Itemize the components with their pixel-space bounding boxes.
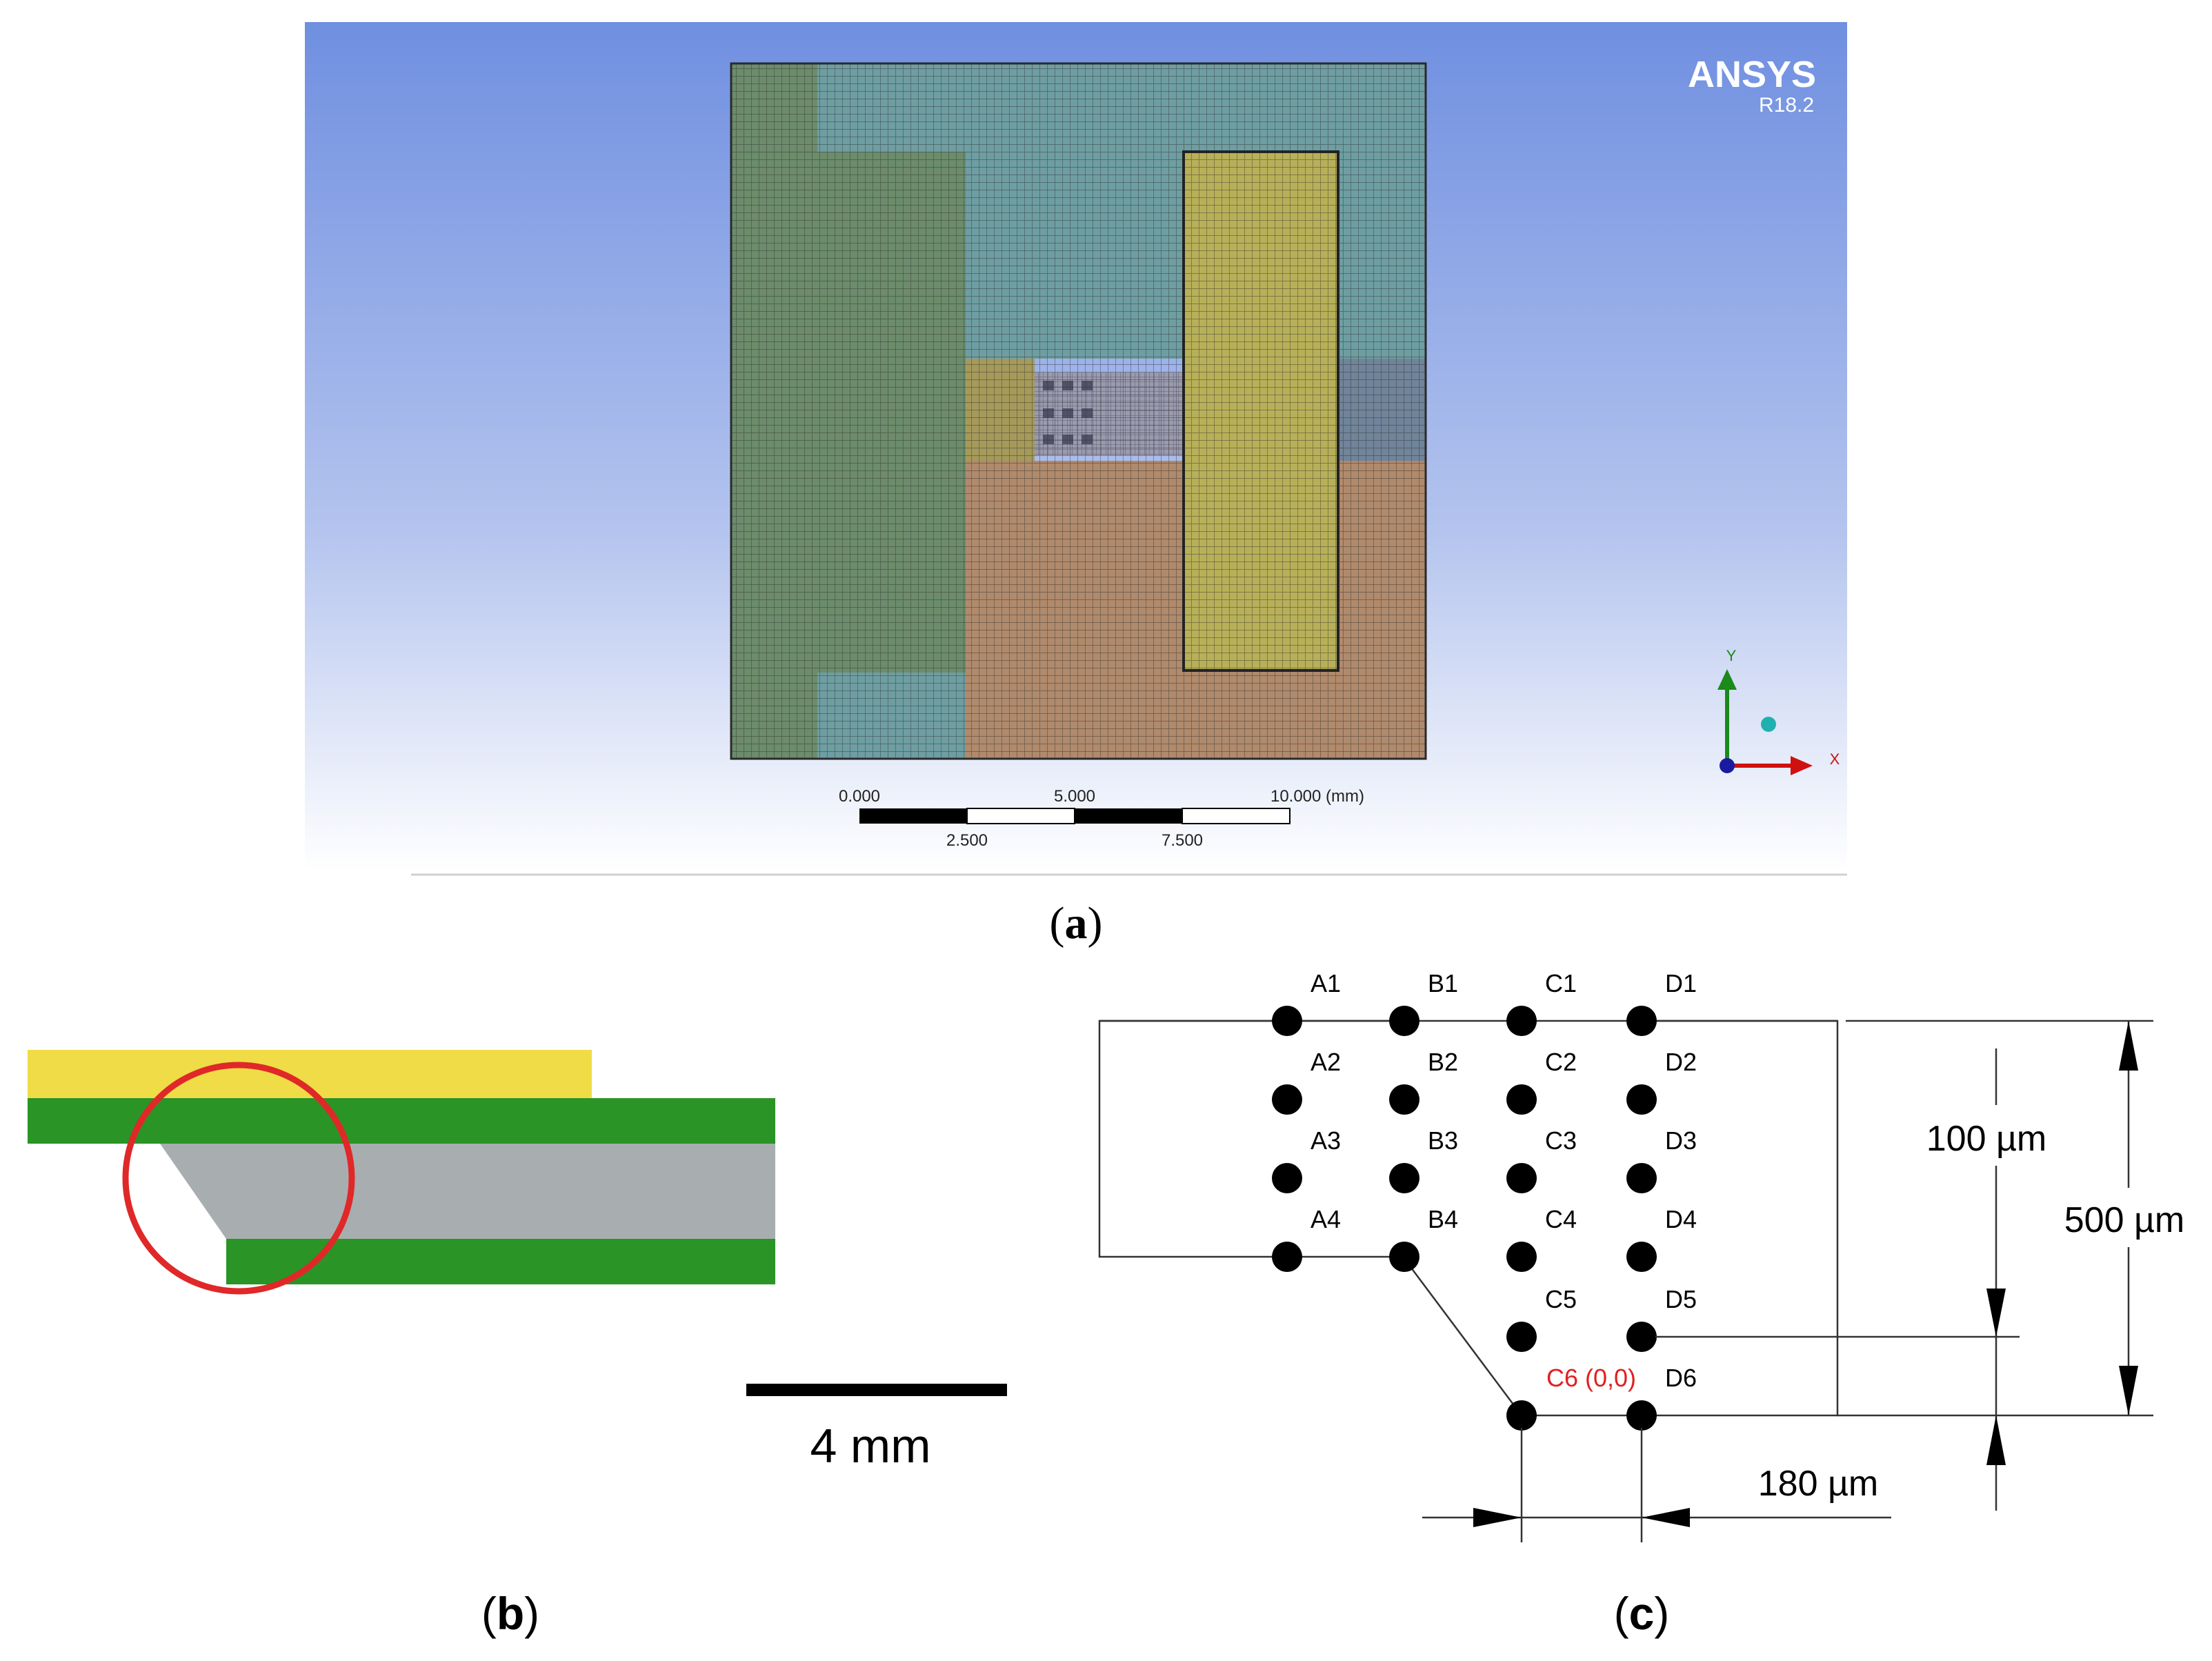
point-dot-c4	[1506, 1242, 1537, 1272]
point-label-a2: A2	[1311, 1048, 1341, 1076]
point-label-d5: D5	[1665, 1285, 1697, 1313]
point-dot-d2	[1626, 1084, 1657, 1115]
point-dot-b1	[1389, 1006, 1419, 1036]
point-dot-d6	[1626, 1400, 1657, 1431]
point-label-d6: D6	[1665, 1364, 1697, 1392]
point-label-d4: D4	[1665, 1205, 1697, 1233]
scale-label-5: 5.000	[1054, 787, 1095, 806]
dim-180-label: 180 µm	[1758, 1464, 1878, 1504]
highlight-circle	[122, 1062, 355, 1295]
axis-y-label: Y	[1726, 647, 1737, 664]
ansys-brand: ANSYS	[1688, 54, 1816, 95]
point-dot-c3	[1506, 1163, 1537, 1193]
point-label-c1: C1	[1545, 969, 1577, 997]
point-dot-c1	[1506, 1006, 1537, 1036]
point-dot-c6	[1506, 1400, 1537, 1431]
point-label-a3: A3	[1311, 1126, 1341, 1155]
point-dot-a4	[1272, 1242, 1302, 1272]
dimension-arrows	[1473, 1021, 2138, 1527]
caption-b: (b)	[481, 1588, 539, 1639]
point-label-c2: C2	[1545, 1048, 1577, 1076]
point-label-c5: C5	[1545, 1285, 1577, 1313]
point-dot-d4	[1626, 1242, 1657, 1272]
point-label-a1: A1	[1311, 969, 1341, 997]
mesh-fine-cells	[1043, 381, 1093, 444]
point-label-c4: C4	[1545, 1205, 1577, 1233]
ansys-version: R18.2	[1759, 94, 1814, 117]
panel-a: ANSYS R18.2 0.000 5.000 10.000 (mm) 2.50…	[305, 22, 1847, 948]
point-label-a4: A4	[1311, 1205, 1341, 1233]
mesh-outline	[730, 62, 1427, 760]
triad-sphere	[1761, 717, 1776, 732]
dim-100-label: 100 µm	[1926, 1119, 2046, 1159]
point-label-b2: B2	[1428, 1048, 1458, 1076]
caption-a: (a)	[1050, 898, 1103, 948]
yellow-electrode-outline	[1182, 150, 1339, 672]
point-label-d3: D3	[1665, 1126, 1697, 1155]
scale-label-b: 4 mm	[810, 1419, 931, 1473]
point-dot-d5	[1626, 1322, 1657, 1352]
point-label-b3: B3	[1428, 1126, 1458, 1155]
point-label-c6: C6 (0,0)	[1546, 1364, 1636, 1392]
point-label-d2: D2	[1665, 1048, 1697, 1076]
mesh-model	[730, 62, 1427, 760]
bottom-green-layer	[226, 1239, 775, 1284]
axis-x-label: X	[1830, 750, 1840, 768]
scale-bar: 0.000 5.000 10.000 (mm) 2.500 7.500	[839, 787, 1364, 850]
scale-label-7500: 7.500	[1162, 831, 1203, 850]
point-label-b1: B1	[1428, 969, 1458, 997]
point-label-c3: C3	[1545, 1126, 1577, 1155]
point-dot-a3	[1272, 1163, 1302, 1193]
point-dot-b4	[1389, 1242, 1419, 1272]
structure-outline	[1098, 1020, 1839, 1417]
point-label-d1: D1	[1665, 969, 1697, 997]
scale-label-0: 0.000	[839, 787, 880, 806]
point-dot-d3	[1626, 1163, 1657, 1193]
caption-c: (c)	[1614, 1588, 1670, 1639]
scale-bar-b	[746, 1384, 1007, 1396]
panel-b: 4 mm (b)	[28, 1050, 1007, 1639]
point-dot-a2	[1272, 1084, 1302, 1115]
point-dot-d1	[1626, 1006, 1657, 1036]
mesh-grid-fine	[1035, 372, 1184, 455]
point-dot-c5	[1506, 1322, 1537, 1352]
point-dot-b2	[1389, 1084, 1419, 1115]
point-label-b4: B4	[1428, 1205, 1458, 1233]
dim-500-label: 500 µm	[2064, 1200, 2184, 1240]
scale-label-10: 10.000 (mm)	[1271, 787, 1364, 806]
point-dot-a1	[1272, 1006, 1302, 1036]
point-dot-b3	[1389, 1163, 1419, 1193]
axis-triad: Y X	[1717, 647, 1840, 775]
gray-adhesive-layer	[160, 1144, 775, 1239]
point-dot-c2	[1506, 1084, 1537, 1115]
scale-label-2500: 2.500	[946, 831, 988, 850]
